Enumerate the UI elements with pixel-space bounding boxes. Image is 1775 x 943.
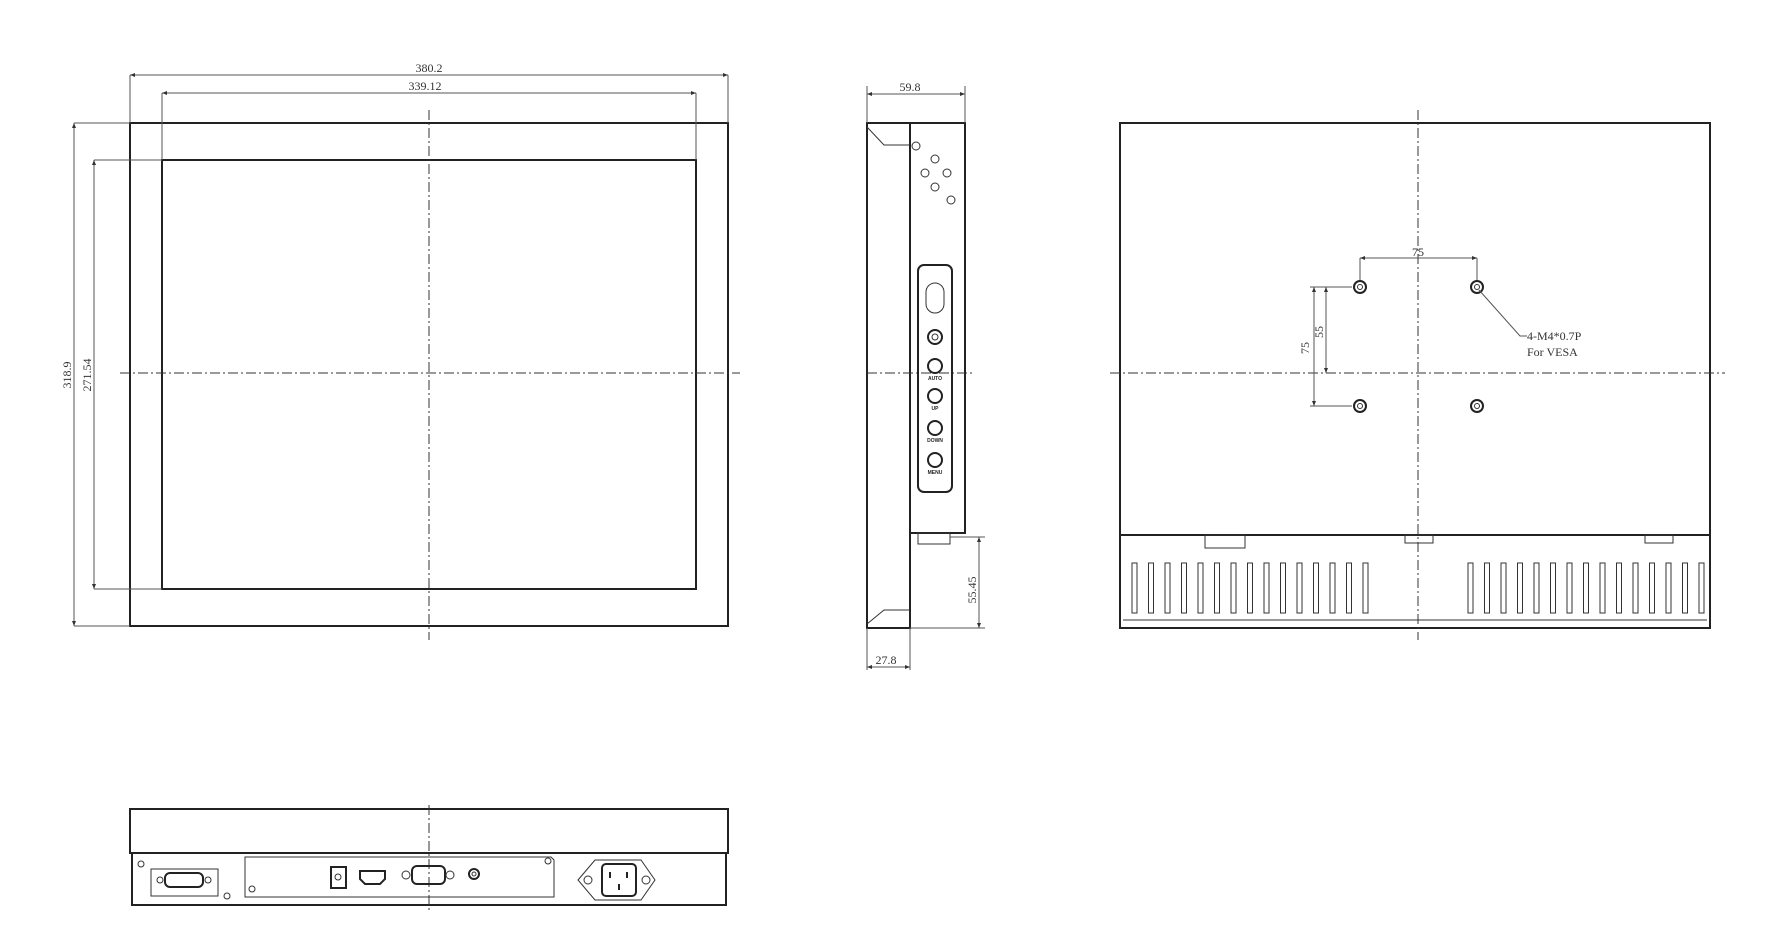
dim-active-width: 339.12 — [409, 79, 442, 93]
audio-jack — [468, 868, 480, 880]
hdmi-port — [359, 870, 386, 885]
vent-slot — [1230, 562, 1237, 614]
vent-slot — [1346, 562, 1352, 614]
menu-button[interactable]: MENU — [927, 452, 943, 476]
back-connectors — [1204, 534, 1674, 549]
serial-port-plate — [150, 868, 219, 897]
callout-thread-spec: 4-M4*0.7P — [1527, 329, 1582, 343]
power-button[interactable] — [927, 329, 943, 345]
vent-slot — [1181, 562, 1187, 614]
vent-slot — [1296, 562, 1303, 614]
vent-slot — [1517, 562, 1523, 614]
vent-slot — [1500, 562, 1507, 614]
vent-slot — [1148, 562, 1154, 614]
vent-slot — [1583, 562, 1589, 614]
down-label: DOWN — [927, 438, 943, 444]
vent-slot — [1484, 562, 1490, 614]
vent-slot — [1164, 562, 1171, 614]
vent-slot — [1599, 562, 1606, 614]
vent-slot — [1632, 562, 1639, 614]
up-label: UP — [932, 406, 940, 412]
bottom-view — [129, 805, 729, 910]
vent-slot — [1247, 562, 1253, 614]
vent-slot — [1329, 562, 1336, 614]
dim-vesa-horizontal: 75 — [1412, 245, 1424, 259]
down-button[interactable]: DOWN — [927, 420, 943, 444]
vent-slot — [1131, 562, 1138, 614]
io-panel — [244, 856, 555, 898]
side-connector — [917, 532, 951, 545]
back-cover-outline — [1119, 122, 1711, 629]
dim-overall-height: 318.9 — [60, 362, 74, 389]
vent-slot — [1616, 562, 1622, 614]
vent-slot — [1280, 562, 1286, 614]
side-bezel — [866, 122, 911, 629]
ac-power-inlet — [577, 859, 656, 901]
vent-slot — [1263, 562, 1270, 614]
vent-slot — [1566, 562, 1573, 614]
front-view: 380.2 339.12 318.9 271.54 — [60, 61, 740, 640]
dim-vesa-vertical: 75 — [1298, 342, 1312, 354]
screw-holes — [911, 141, 956, 205]
auto-button[interactable]: AUTO — [927, 358, 943, 382]
back-view: 75 75 55 4-M4*0.7P For VESA — [1110, 110, 1725, 640]
callout-vesa: For VESA — [1527, 345, 1578, 359]
serial-db9-port — [156, 872, 212, 888]
vent-slot — [1698, 562, 1705, 614]
vent-slot — [1214, 562, 1220, 614]
dim-depth: 59.8 — [900, 80, 921, 94]
auto-label: AUTO — [928, 376, 942, 382]
vent-slot — [1313, 562, 1319, 614]
dim-hole-offset: 55 — [1312, 326, 1326, 338]
vent-slot — [1362, 562, 1369, 614]
osd-control-panel — [917, 264, 953, 493]
vent-slot — [1533, 562, 1540, 614]
dim-bottom-offset: 55.45 — [965, 577, 979, 604]
vent-slot — [1649, 562, 1655, 614]
up-button[interactable]: UP — [927, 388, 943, 412]
vent-slot — [1665, 562, 1672, 614]
ir-receiver-window — [925, 282, 945, 314]
side-view: AUTO UP DOWN MENU 59.8 27.8 55.45 — [866, 80, 985, 670]
dim-bezel-depth: 27.8 — [876, 653, 897, 667]
dim-active-height: 271.54 — [80, 359, 94, 392]
vent-slot — [1550, 562, 1556, 614]
vesa-holes — [1353, 280, 1484, 413]
vent-slot — [1467, 562, 1474, 614]
vent-slot — [1682, 562, 1688, 614]
vent-slots — [1131, 562, 1705, 614]
vent-slot — [1197, 562, 1204, 614]
menu-label: MENU — [928, 470, 943, 476]
vga-port — [401, 865, 455, 885]
dim-overall-width: 380.2 — [416, 61, 443, 75]
dc-jack — [330, 866, 347, 889]
